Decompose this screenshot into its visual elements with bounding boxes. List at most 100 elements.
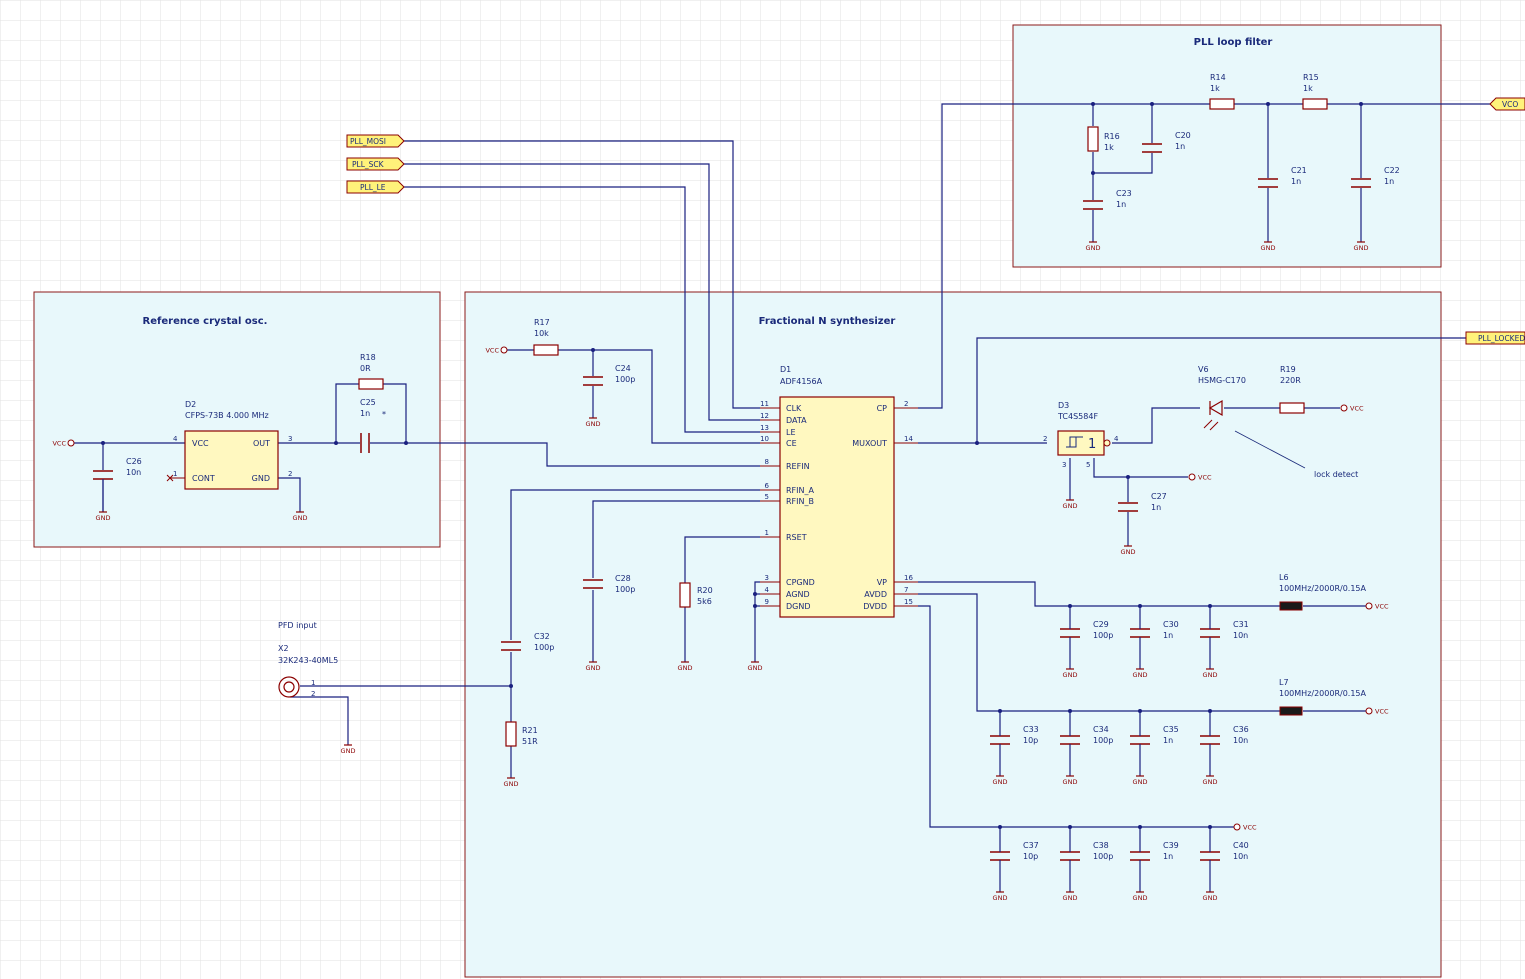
c29-value: 100p	[1093, 631, 1113, 640]
l6-value: 100MHz/2000R/0.15A	[1279, 584, 1367, 593]
ic-d3[interactable]: 1 D3 TC4S584F 2 4 3 5	[1043, 401, 1119, 469]
c25-polarity-mark: *	[382, 410, 386, 419]
svg-text:1: 1	[1088, 437, 1096, 452]
svg-text:VCC: VCC	[192, 439, 209, 448]
c30-value: 1n	[1163, 631, 1173, 640]
vcc-icon: VCC	[485, 346, 508, 355]
svg-text:DGND: DGND	[786, 602, 811, 611]
svg-text:4: 4	[1114, 435, 1119, 443]
panel-synth: Fractional N synthesizer	[464, 291, 1442, 978]
ground-icon: GND	[1133, 775, 1147, 786]
x2-title: PFD input	[278, 621, 317, 630]
svg-text:2: 2	[288, 470, 292, 478]
r20-ref: R20	[697, 586, 713, 595]
net-label-pll-sck[interactable]: PLL_SCK	[346, 157, 405, 171]
c30-ref: C30	[1163, 620, 1179, 629]
c29-ref: C29	[1093, 620, 1109, 629]
svg-text:PLL_LE: PLL_LE	[360, 183, 386, 192]
schmitt-trigger-icon	[1066, 436, 1083, 448]
c40-ref: C40	[1233, 841, 1249, 850]
vcc-icon: VCC	[1188, 473, 1212, 482]
svg-text:1: 1	[311, 679, 315, 687]
c23-ref: C23	[1116, 189, 1132, 198]
ground-icon: GND	[678, 661, 692, 672]
c37-ref: C37	[1023, 841, 1039, 850]
capacitors: C201nC211nC221nC231nC24100pC251nC2610nC2…	[93, 131, 1400, 892]
c26-value: 10n	[126, 468, 141, 477]
c22-ref: C22	[1384, 166, 1400, 175]
ground-icon: GND	[1133, 891, 1148, 902]
svg-text:11: 11	[760, 400, 769, 408]
c36-ref: C36	[1233, 725, 1249, 734]
svg-text:GND: GND	[1063, 778, 1078, 786]
no-connect-icon	[166, 474, 174, 482]
svg-text:OUT: OUT	[253, 439, 270, 448]
r17-value: 10k	[534, 329, 549, 338]
ground-icon: GND	[504, 777, 519, 788]
svg-text:3: 3	[765, 574, 769, 582]
c27-value: 1n	[1151, 503, 1161, 512]
svg-text:DATA: DATA	[786, 416, 807, 425]
connector-x2[interactable]: PFD input X2 32K243-40ML5 1 2	[278, 621, 338, 698]
svg-text:GND: GND	[504, 780, 519, 788]
junctions	[101, 102, 1363, 829]
d1-value: ADF4156A	[780, 377, 823, 386]
svg-text:5: 5	[1086, 461, 1090, 469]
ic-d2[interactable]: D2 CFPS-73B 4.000 MHz VCC OUT CONT GND 4…	[166, 400, 292, 490]
net-label-pll-le[interactable]: PLL_LE	[346, 180, 405, 194]
svg-text:4: 4	[173, 435, 178, 443]
c34-value: 100p	[1093, 736, 1113, 745]
svg-text:GND: GND	[1203, 894, 1218, 902]
net-label-vco[interactable]: VCO	[1489, 97, 1525, 111]
svg-text:GND: GND	[341, 747, 356, 755]
ground-icon: GND	[96, 511, 110, 522]
ground-icon: GND	[1203, 891, 1218, 902]
x2-value: 32K243-40ML5	[278, 656, 338, 665]
ground-icon: GND	[1063, 668, 1077, 679]
r15-value: 1k	[1303, 84, 1313, 93]
c25-value: 1n	[360, 409, 370, 418]
led-v6[interactable]: V6 HSMG-C170 lock detect	[1198, 365, 1358, 479]
c21-ref: C21	[1291, 166, 1307, 175]
c37-value: 10p	[1023, 852, 1038, 861]
svg-text:RFIN_A: RFIN_A	[786, 486, 815, 495]
svg-text:GND: GND	[1133, 894, 1148, 902]
svg-text:REFIN: REFIN	[786, 462, 810, 471]
d2-ref: D2	[185, 400, 196, 409]
c28-ref: C28	[615, 574, 631, 583]
d2-value: CFPS-73B 4.000 MHz	[185, 411, 269, 420]
net-label-pll-locked[interactable]: PLL_LOCKED	[1465, 331, 1525, 345]
ground-icon: GND	[748, 661, 762, 672]
svg-text:VCC: VCC	[1375, 708, 1389, 716]
x2-ref: X2	[278, 644, 289, 653]
v6-ref: V6	[1198, 365, 1209, 374]
svg-text:14: 14	[904, 435, 913, 443]
ground-icon: GND	[1086, 241, 1100, 252]
r15-ref: R15	[1303, 73, 1319, 82]
net-label-pll-mosi[interactable]: PLL_MOSI	[346, 134, 405, 148]
svg-text:2: 2	[904, 400, 908, 408]
c40-value: 10n	[1233, 852, 1248, 861]
v6-value: HSMG-C170	[1198, 376, 1246, 385]
r16-value: 1k	[1104, 143, 1114, 152]
